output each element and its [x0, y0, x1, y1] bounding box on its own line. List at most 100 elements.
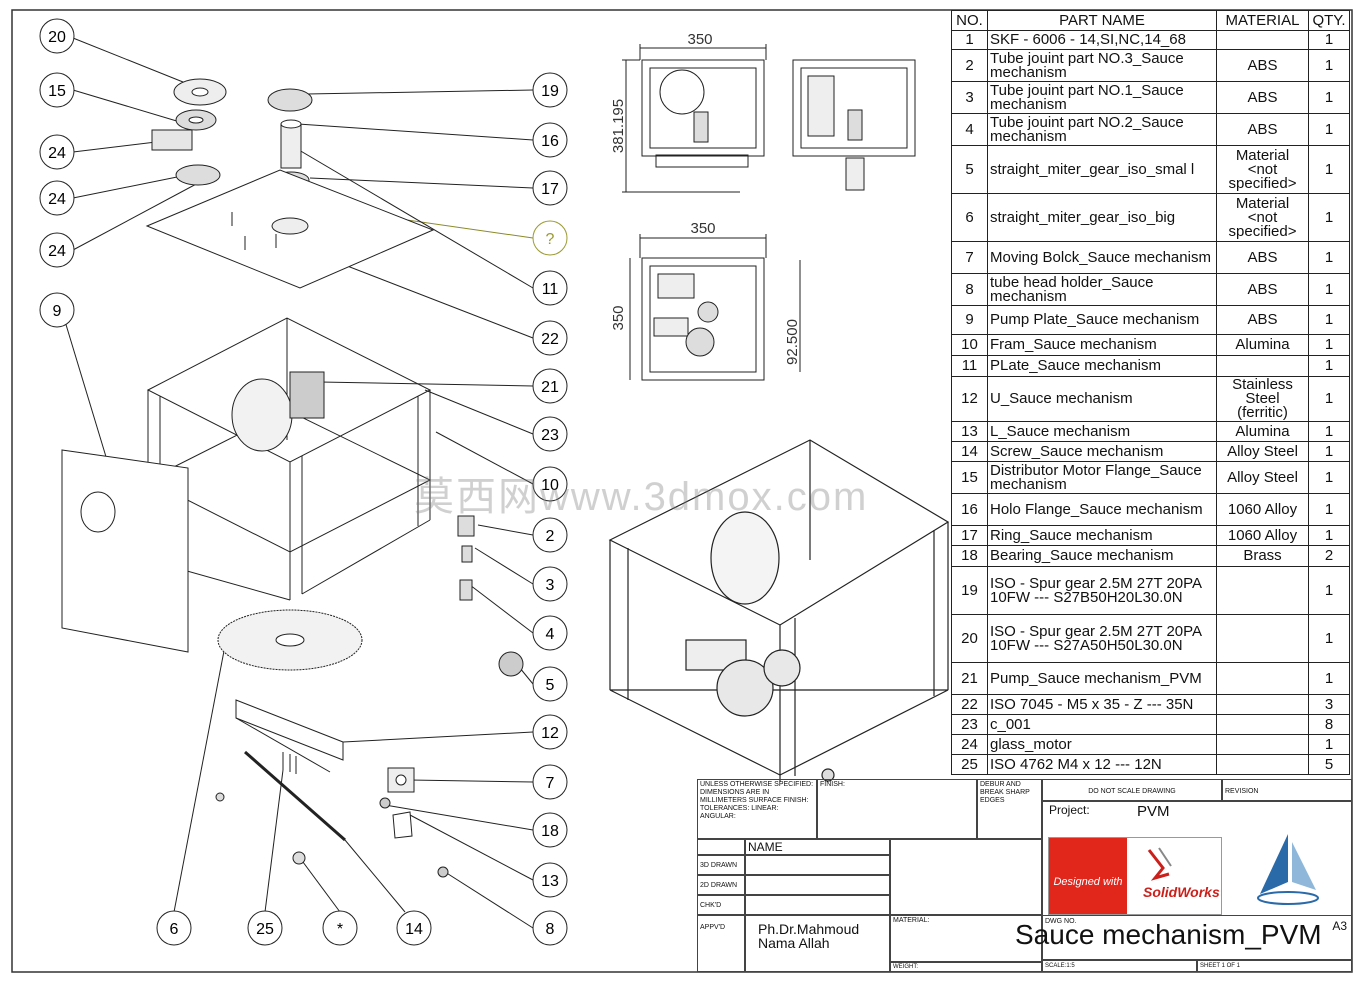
bom-part: Bearing_Sauce mechanism — [987, 545, 1217, 567]
watermark-text: 莫西网www.3dmox.com — [414, 475, 869, 519]
dim-top-width: 350 — [687, 31, 712, 48]
bom-qty: 3 — [1308, 694, 1350, 715]
bom-header-material: MATERIAL — [1216, 10, 1309, 31]
dim-mid-offset: 92.500 — [784, 319, 801, 365]
callout-label: 5 — [546, 677, 555, 694]
bom-no: 24 — [951, 734, 988, 755]
bom-material: Alumina — [1216, 334, 1309, 356]
bom-part: c_001 — [987, 714, 1217, 735]
tolerance-note: UNLESS OTHERWISE SPECIFIED: DIMENSIONS A… — [697, 779, 817, 839]
callout-balloon: 25 — [247, 910, 283, 946]
callout-label: 4 — [546, 626, 555, 643]
dimension-labels: 350 381.195 350 350 92.500 — [610, 31, 801, 365]
bom-material: ABS — [1216, 113, 1309, 146]
drawn3d-value — [745, 855, 890, 875]
bom-no: 15 — [951, 461, 988, 494]
callout-balloon: 16 — [532, 122, 568, 158]
bom-qty: 1 — [1308, 145, 1350, 194]
bom-no: 13 — [951, 421, 988, 442]
iso-view — [608, 439, 950, 782]
solidworks-logo: Designed with SolidWorks — [1048, 837, 1222, 915]
bom-no: 18 — [951, 545, 988, 567]
project-label: Project: — [1049, 803, 1090, 817]
bom-qty: 1 — [1308, 193, 1350, 242]
bom-no: 25 — [951, 754, 988, 775]
material-label: MATERIAL: — [890, 915, 1042, 962]
callout-balloon: 23 — [532, 416, 568, 452]
drawing-title: Sauce mechanism_PVM — [1015, 919, 1322, 950]
callout-label: 24 — [48, 145, 66, 162]
bom-part: Distributor Motor Flange_Sauce mechanism — [987, 461, 1217, 494]
bom-no: 12 — [951, 376, 988, 422]
bom-part: ISO - Spur gear 2.5M 27T 20PA 10FW --- S… — [987, 614, 1217, 663]
bom-qty: 1 — [1308, 493, 1350, 526]
top-view — [629, 234, 801, 381]
callout-balloon: 22 — [532, 320, 568, 356]
drawn2d-label: 2D DRAWN — [697, 875, 745, 895]
callout-balloon: 5 — [532, 666, 568, 702]
bom-no: 23 — [951, 714, 988, 735]
callout-balloon: 21 — [532, 368, 568, 404]
title-block: UNLESS OTHERWISE SPECIFIED: DIMENSIONS A… — [697, 779, 1352, 972]
callout-balloon: 19 — [532, 72, 568, 108]
callout-balloon: 17 — [532, 170, 568, 206]
project-area: Project: PVM — [1042, 801, 1352, 915]
bom-material: ABS — [1216, 81, 1309, 114]
bom-material — [1216, 614, 1309, 663]
callout-label: 18 — [541, 823, 559, 840]
bom-part: L_Sauce mechanism — [987, 421, 1217, 442]
bom-qty: 1 — [1308, 355, 1350, 377]
callout-balloon: 14 — [396, 910, 432, 946]
dim-top-height: 381.195 — [610, 99, 627, 153]
callout-balloon: 6 — [156, 910, 192, 946]
bom-no: 5 — [951, 145, 988, 194]
drawn3d-label: 3D DRAWN — [697, 855, 745, 875]
callout-label: 9 — [53, 303, 62, 320]
callout-label: 14 — [405, 921, 423, 938]
callout-label: 17 — [541, 181, 559, 198]
bom-qty: 1 — [1308, 30, 1350, 50]
callout-label: 16 — [541, 133, 559, 150]
callout-balloon: 8 — [532, 910, 568, 946]
bom-part: Moving Bolck_Sauce mechanism — [987, 241, 1217, 274]
bom-material: Alumina — [1216, 421, 1309, 442]
bom-material: ABS — [1216, 241, 1309, 274]
bom-qty: 1 — [1308, 441, 1350, 462]
bom-no: 11 — [951, 355, 988, 377]
bom-no: 16 — [951, 493, 988, 526]
callout-label: 10 — [541, 477, 559, 494]
callout-label: 3 — [546, 577, 555, 594]
bom-qty: 1 — [1308, 421, 1350, 442]
callout-balloon: 15 — [39, 72, 75, 108]
bom-material: ABS — [1216, 273, 1309, 306]
bom-no: 1 — [951, 30, 988, 50]
solidworks-text: SolidWorks — [1143, 884, 1220, 900]
bom-material: Material <not specified> — [1216, 193, 1309, 242]
bom-no: 8 — [951, 273, 988, 306]
callout-label: 7 — [546, 775, 555, 792]
bom-qty: 1 — [1308, 614, 1350, 663]
checked-label: CHK'D — [697, 895, 745, 915]
callout-balloon: 24 — [39, 180, 75, 216]
bom-part: tube head holder_Sauce mechanism — [987, 273, 1217, 306]
bom-material: 1060 Alloy — [1216, 493, 1309, 526]
callout-balloon: 10 — [532, 466, 568, 502]
callout-label: 12 — [541, 725, 559, 742]
bom-header-row: NO. PART NAME MATERIAL QTY. — [951, 10, 1350, 31]
callout-label: 2 — [546, 528, 555, 545]
bom-material: 1060 Alloy — [1216, 525, 1309, 546]
bom-part: Tube jouint part NO.1_Sauce mechanism — [987, 81, 1217, 114]
project-name: PVM — [1137, 803, 1170, 820]
